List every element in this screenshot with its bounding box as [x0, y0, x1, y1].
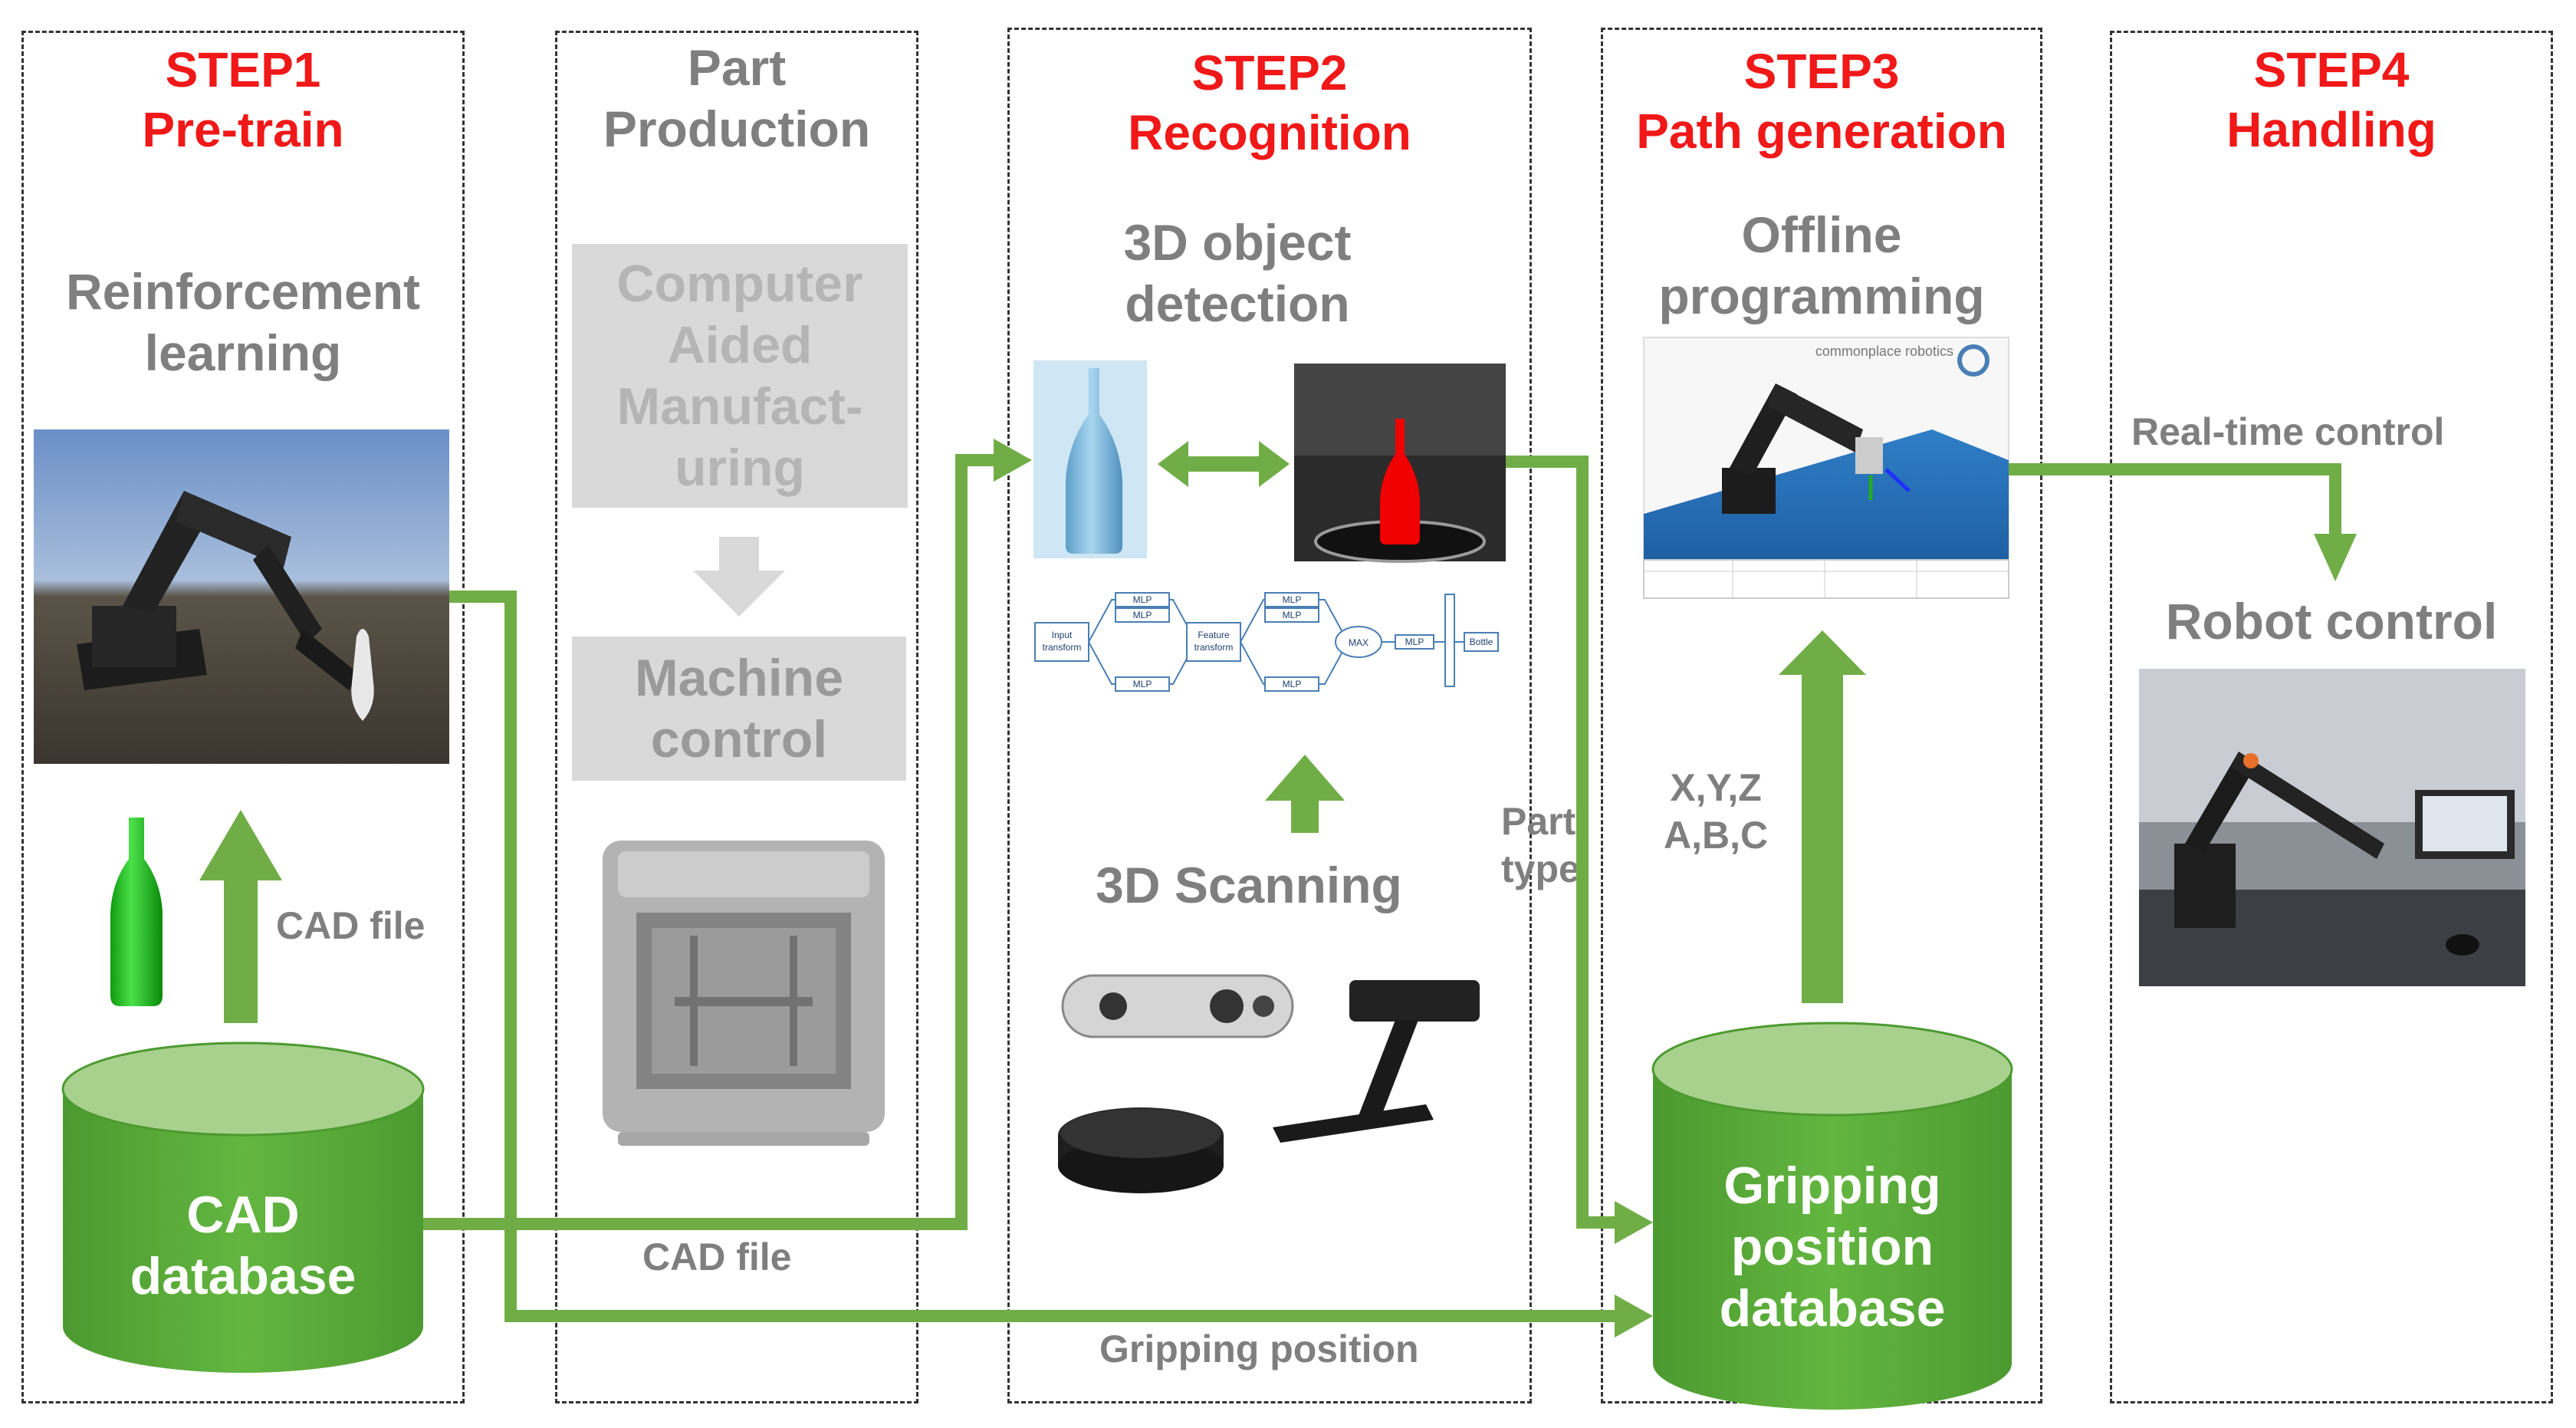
- cad-database-cylinder: [61, 1041, 425, 1373]
- robot-control-heading: Robot control: [2165, 593, 2498, 650]
- offline-to-robot-line: [2009, 463, 2341, 537]
- 3d-scanner-image: [1058, 980, 1480, 1193]
- green-bottle-icon: [110, 818, 163, 1006]
- mlp-box-4: MLP: [1283, 594, 1302, 605]
- step1-subtitle: Pre-train: [142, 102, 344, 157]
- step1-label: STEP1: [165, 42, 321, 97]
- cad-database-label: CAD database: [63, 1184, 423, 1307]
- part-type-line2: type: [1501, 847, 1580, 890]
- offline-line1: Offline: [1741, 206, 1902, 263]
- mlp-box-3: MLP: [1133, 679, 1152, 689]
- offline-programming-heading: Offline programming: [1601, 204, 2042, 327]
- step4-column: [2110, 31, 2553, 1403]
- machine-line2: control: [650, 710, 828, 768]
- cam-box: Computer Aided Manufact- uring: [572, 244, 908, 508]
- step2-column: [1007, 28, 1532, 1403]
- down-arrow-icon: [693, 537, 785, 617]
- cam-line4: uring: [675, 439, 805, 497]
- part-production-title: Part Production: [555, 37, 918, 160]
- step4-label: STEP4: [2253, 42, 2410, 97]
- bidirectional-arrow: [1158, 441, 1290, 487]
- 3d-printer-image: [603, 841, 885, 1146]
- step4-title: STEP4 Handling: [2110, 40, 2553, 160]
- arrowhead-to-gripping-mid: [1615, 1201, 1653, 1244]
- step3-title: STEP3 Path generation: [1601, 41, 2042, 161]
- gripping-database-cylinder: [1651, 1022, 2013, 1410]
- mlp-box-5: MLP: [1283, 610, 1302, 620]
- offline-programming-screenshot: commonplace robotics: [1643, 337, 2009, 599]
- mlp-box-6: MLP: [1283, 679, 1302, 689]
- reinforcement-line1: Reinforcement: [65, 263, 421, 320]
- mlp-box-2: MLP: [1133, 610, 1152, 620]
- step2-title: STEP2 Recognition: [1007, 43, 1532, 163]
- pointnet-network-diagram: Input transform MLP MLP MLP Feature tran…: [1034, 592, 1499, 692]
- step3-subtitle: Path generation: [1636, 104, 2007, 159]
- step4-subtitle: Handling: [2226, 102, 2436, 157]
- feature-transform-line2: transform: [1194, 642, 1234, 653]
- cad-file-label-step1: CAD file: [276, 904, 426, 947]
- db-to-offline-arrow: [1779, 630, 1866, 1003]
- robot-control-photo: [2139, 669, 2525, 986]
- arrowheads: [994, 439, 2357, 1338]
- gripping-db-line2: position: [1730, 1218, 1934, 1276]
- part-production-column: [555, 31, 918, 1403]
- feature-transform-line1: Feature: [1198, 630, 1230, 640]
- cad-file-label-bottom: CAD file: [642, 1236, 792, 1278]
- arrowhead-to-gripping-bottom: [1615, 1295, 1653, 1338]
- camera-detection-image: [1294, 364, 1506, 563]
- mlp-box-1: MLP: [1133, 594, 1152, 605]
- reinforcement-learning-heading: Reinforcement learning: [21, 261, 465, 383]
- gripping-position-label: Gripping position: [1099, 1328, 1419, 1370]
- mlp-box-7: MLP: [1405, 637, 1424, 647]
- reinforcement-learning-render: [34, 429, 449, 764]
- step2-subtitle: Recognition: [1128, 105, 1411, 160]
- commonplace-robotics-logo: commonplace robotics: [1815, 344, 1953, 359]
- gripping-db-line3: database: [1719, 1279, 1946, 1338]
- bottle-output-box: Bottle: [1470, 637, 1493, 647]
- detection-line2: detection: [1125, 275, 1350, 332]
- blue-bottle-model-image: [1033, 360, 1147, 558]
- input-transform-line1: Input: [1052, 630, 1073, 640]
- cad-database-line1: CAD: [186, 1186, 300, 1244]
- gripping-db-line1: Gripping: [1723, 1157, 1941, 1215]
- offline-line2: programming: [1658, 268, 1985, 324]
- arrow-layer: [199, 441, 1866, 1023]
- object-detection-heading: 3D object detection: [1007, 212, 1467, 334]
- part-production-line1: Part: [687, 39, 787, 96]
- part-type-label: Part type: [1501, 798, 1580, 893]
- part-type-line1: Part: [1501, 800, 1576, 843]
- part-production-line2: Production: [603, 100, 871, 157]
- cam-line2: Aided: [667, 316, 813, 374]
- max-pool-node: MAX: [1349, 637, 1368, 648]
- cad-to-rl-arrow: [199, 810, 282, 1023]
- machine-line1: Machine: [634, 649, 844, 707]
- arrowhead-to-detection: [994, 439, 1032, 482]
- detection-line1: 3D object: [1123, 214, 1352, 271]
- scan-to-network-arrow: [1265, 755, 1345, 833]
- cam-line1: Computer: [616, 255, 863, 313]
- gripping-database-label: Gripping position database: [1653, 1155, 2012, 1339]
- detection-to-gripping-line: [1506, 456, 1618, 1229]
- reinforcement-line2: learning: [144, 324, 342, 381]
- arrowhead-to-robot: [2314, 534, 2357, 581]
- step3-label: STEP3: [1743, 44, 1900, 99]
- step1-title: STEP1 Pre-train: [21, 40, 465, 160]
- machine-control-box: Machine control: [572, 637, 906, 781]
- cad-database-line2: database: [130, 1247, 356, 1305]
- cam-line3: Manufact-: [616, 377, 863, 436]
- cad-to-detection-line: [423, 454, 997, 1230]
- coords-line2: A,B,C: [1664, 814, 1769, 857]
- coords-line1: X,Y,Z: [1670, 766, 1762, 809]
- depth-camera-image: [1061, 974, 1294, 1038]
- input-transform-line2: transform: [1043, 642, 1082, 653]
- scanning-heading: 3D Scanning: [1096, 857, 1402, 913]
- step2-label: STEP2: [1191, 45, 1348, 100]
- realtime-control-label: Real-time control: [2131, 410, 2445, 453]
- coords-label: X,Y,Z A,B,C: [1664, 764, 1768, 859]
- step1-column: [21, 31, 465, 1403]
- rl-to-gripping-line: [449, 591, 1618, 1322]
- connector-lines: [423, 454, 2341, 1322]
